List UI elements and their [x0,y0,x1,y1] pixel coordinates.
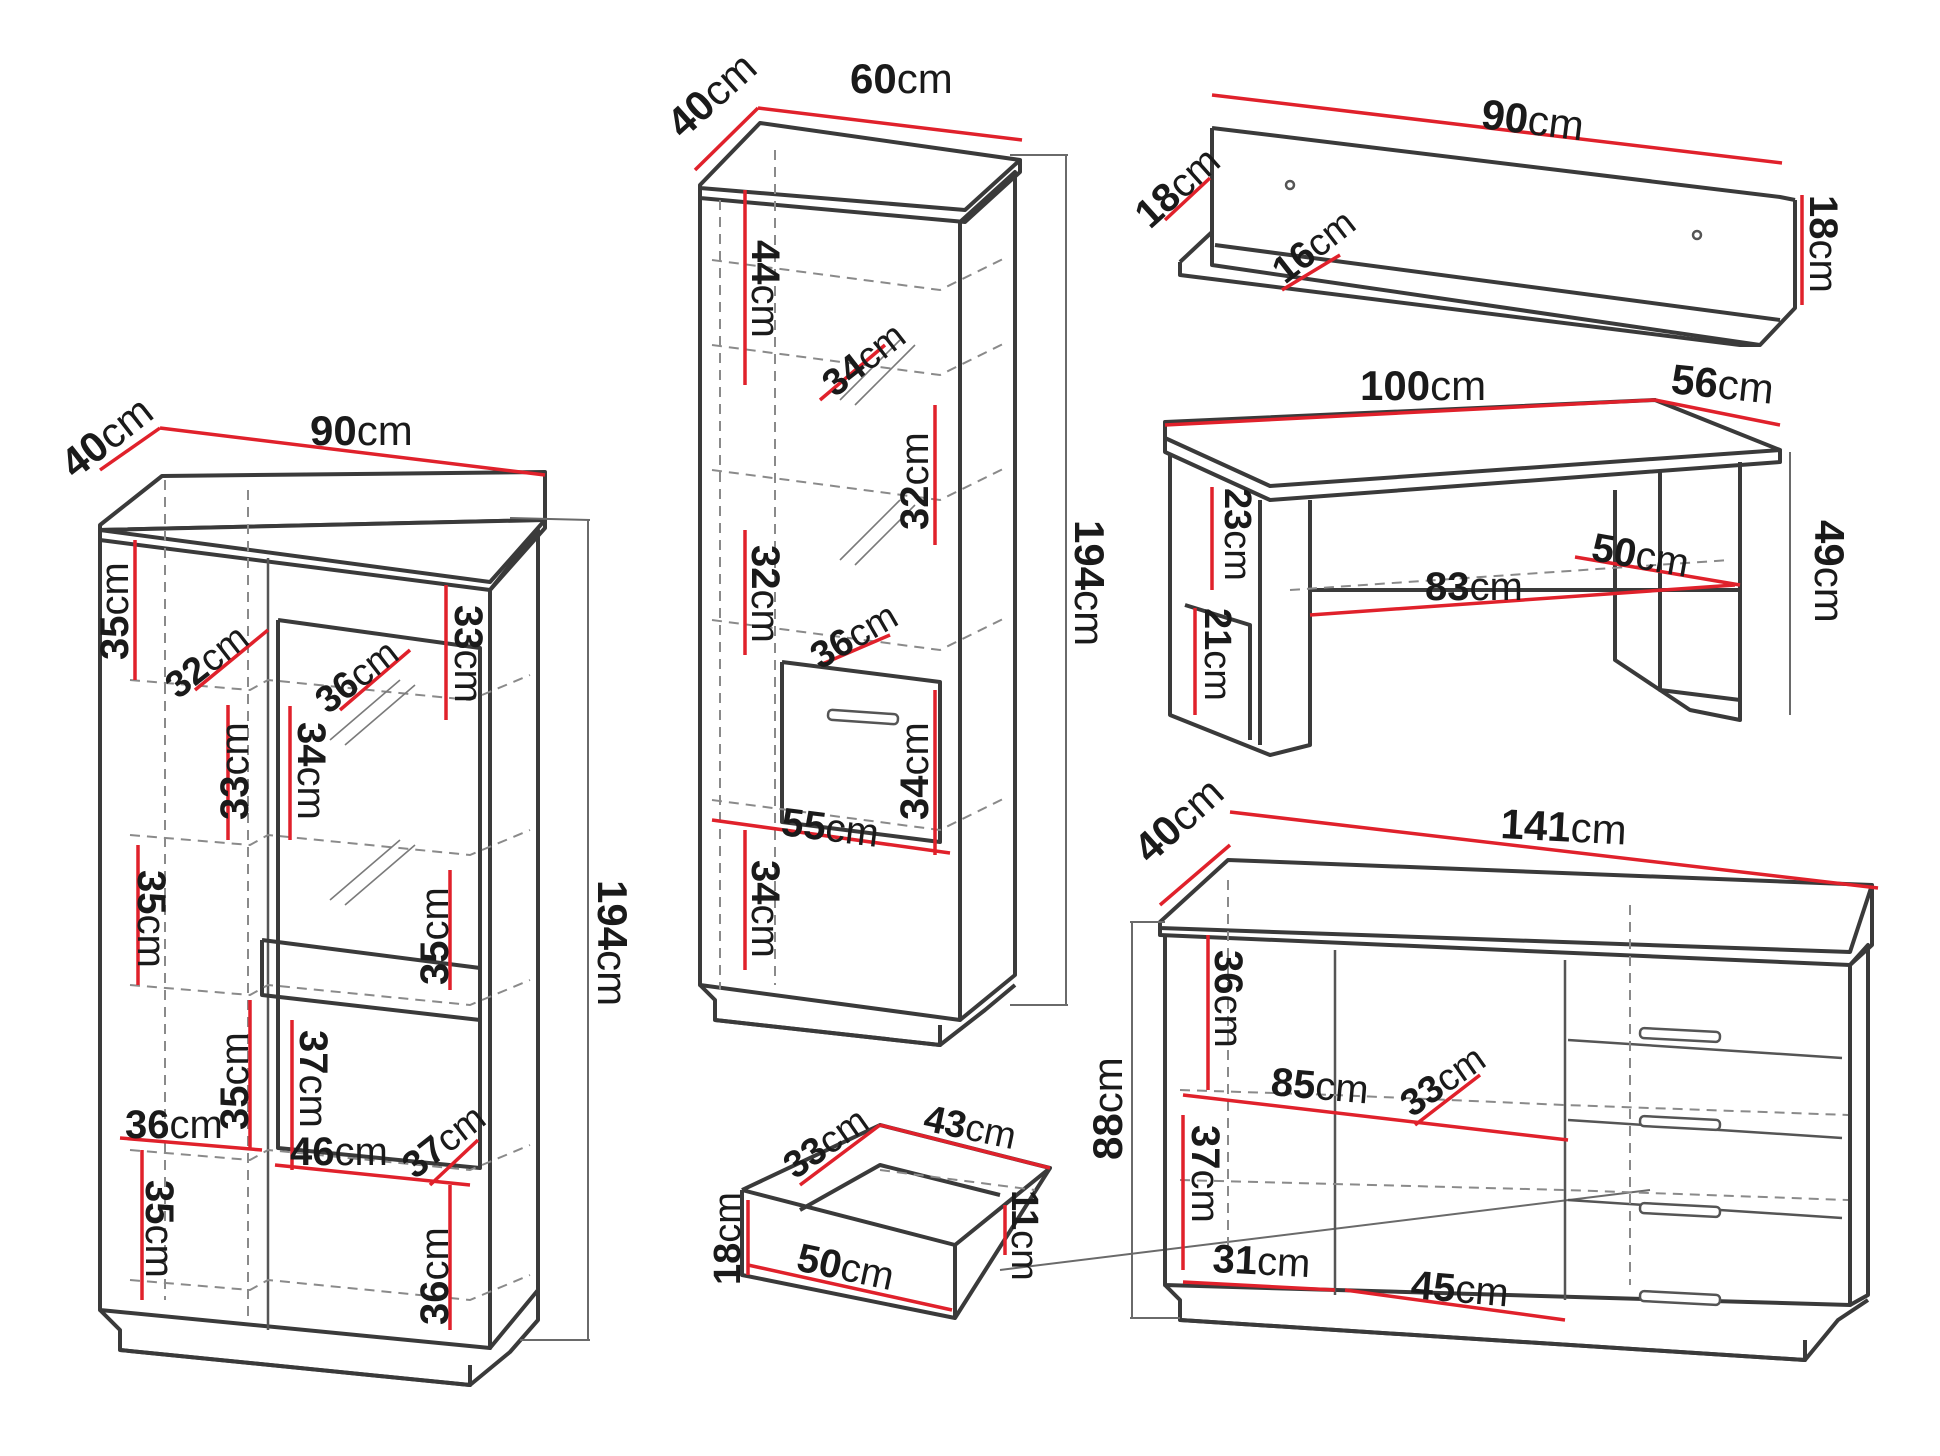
coffee-table-inner-width-label: 83cm [1425,565,1523,609]
wall-shelf-drawing [1163,93,1804,347]
vitrine-right-shelf-1-label: 33cm [446,605,490,703]
tall-cabinet-drawing [693,106,1068,1047]
vitrine-left-shelf-5-label: 35cm [137,1180,181,1278]
coffee-table-lower-side-label: 21cm [1196,608,1238,701]
vitrine-height-label: 194cm [589,880,636,1006]
wall-shelf-height-label: 18cm [1801,195,1845,293]
tall-cabinet-section-3-label: 32cm [743,545,787,643]
tall-cabinet-width-label: 60cm [850,55,953,102]
vitrine-right-shelf-5-label: 36cm [413,1227,457,1325]
drawer-drawing [740,1123,1651,1320]
tall-cabinet-section-5-label: 34cm [743,860,787,958]
vitrine-width-label: 90cm [310,407,413,454]
coffee-table-upper-side-label: 23cm [1216,488,1258,581]
vitrine-inner-width-left-label: 36cm [125,1103,223,1147]
tall-cabinet-section-4-label: 34cm [893,722,937,820]
tall-cabinet-section-2-label: 32cm [893,432,937,530]
sideboard-lower-height-label: 37cm [1183,1125,1227,1223]
vitrine-drawing [98,426,591,1387]
sideboard-compartment-depth-label: 33cm [1393,1038,1493,1126]
sideboard-bottom-width-right-label: 45cm [1409,1263,1510,1315]
drawer-front-height-label: 18cm [707,1192,749,1285]
sideboard-compartment-width-label: 85cm [1269,1060,1370,1112]
vitrine-left-shelf-4-label: 35cm [213,1032,257,1130]
sideboard-width-label: 141cm [1500,800,1628,854]
vitrine-left-shelf-3-label: 35cm [129,870,173,968]
vitrine-right-shelf-3-label: 35cm [413,887,457,985]
tall-cabinet-section-1-label: 44cm [743,240,787,338]
vitrine-right-shelf-2-label: 34cm [289,722,333,820]
drawer-length-label: 43cm [920,1098,1020,1158]
coffee-table-drawing [1163,398,1791,757]
dimension-labels: 40cm 90cm 194cm 35cm 33cm 35cm 35cm 35cm… [52,43,1853,1325]
vitrine-right-shelf-4-label: 37cm [291,1030,335,1128]
wall-shelf-width-label: 90cm [1479,90,1587,149]
vitrine-left-shelf-2-label: 33cm [213,722,257,820]
coffee-table-height-label: 49cm [1806,520,1853,623]
vitrine-left-shelf-1-label: 35cm [93,562,137,660]
vitrine-inner-width-right-label: 46cm [290,1130,388,1174]
vitrine-shelf-depth-left-label: 32cm [158,617,257,707]
vitrine-shelf-depth-right-label: 36cm [308,632,407,722]
coffee-table-depth-label: 56cm [1669,355,1776,412]
tall-cabinet-depth-label: 40cm [658,43,766,147]
tall-cabinet-height-label: 194cm [1066,520,1113,646]
tall-cabinet-inner-width-label: 55cm [779,800,881,856]
sideboard-drawing [1130,810,1879,1362]
sideboard-bottom-width-left-label: 31cm [1212,1237,1312,1286]
coffee-table-width-label: 100cm [1360,362,1486,409]
sideboard-height-label: 88cm [1084,1057,1131,1160]
sideboard-upper-height-label: 36cm [1206,950,1250,1048]
tall-cabinet-shelf-depth-1-label: 34cm [815,315,914,405]
drawer-front-width-label: 50cm [793,1236,898,1299]
drawer-side-height-label: 11cm [1003,1190,1045,1281]
tall-cabinet-shelf-depth-2-label: 36cm [804,595,905,678]
coffee-table-inner-depth-label: 50cm [1588,526,1692,586]
